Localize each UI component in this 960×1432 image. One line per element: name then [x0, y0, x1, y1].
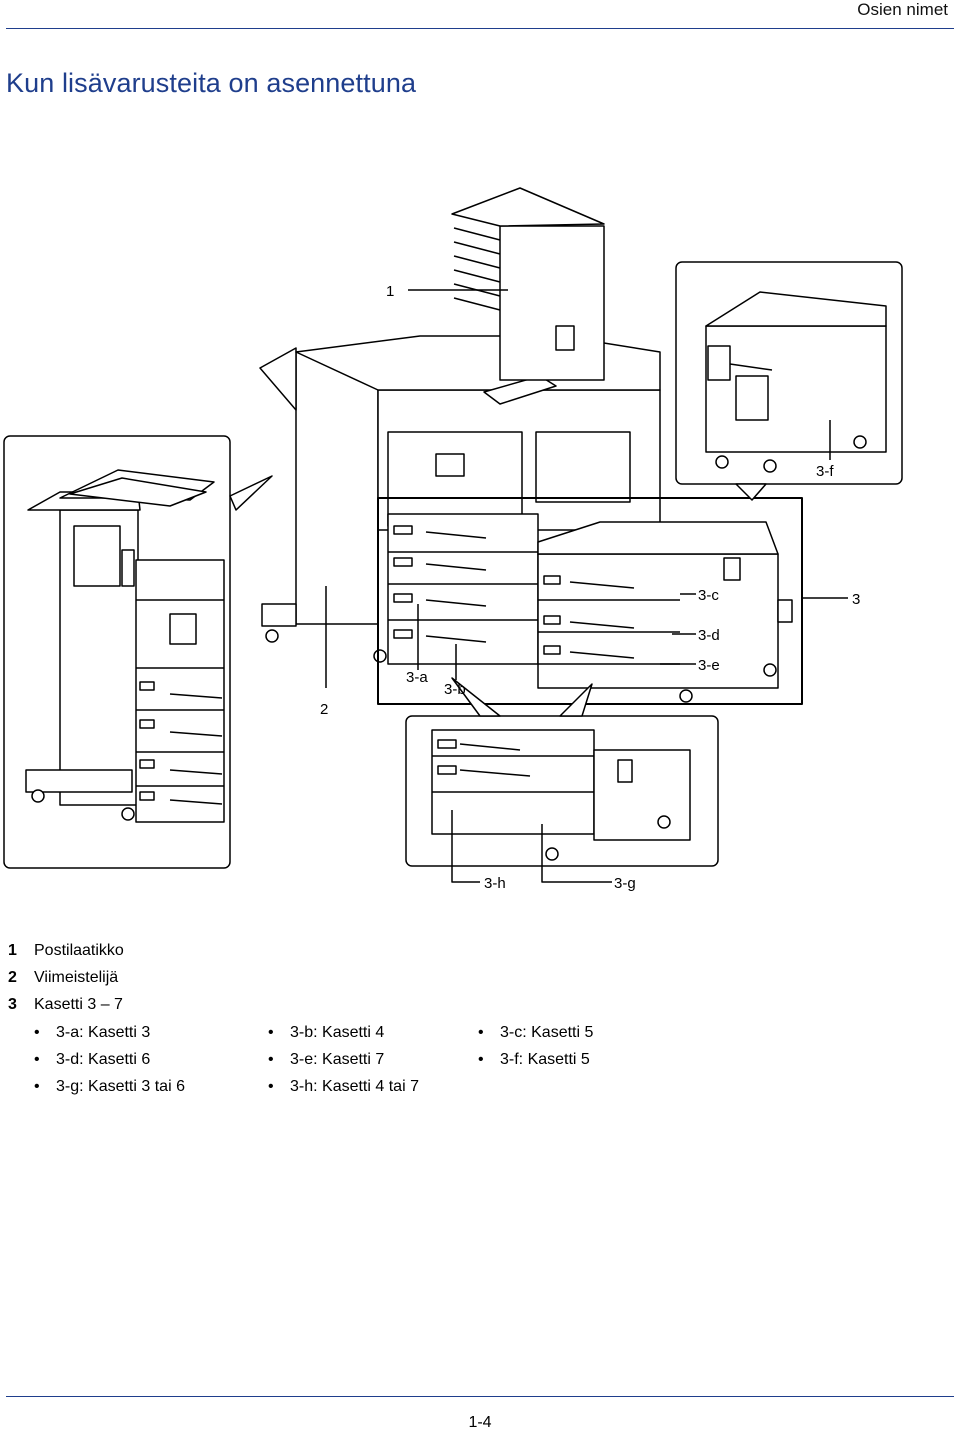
legend-label: Kasetti 3 – 7 — [34, 996, 123, 1013]
footer-divider — [6, 1396, 954, 1397]
callout-2: 2 — [320, 701, 328, 718]
finisher-detail-inset — [3, 435, 273, 869]
side-feeder-inset — [675, 261, 903, 501]
sub-item-label: 3-f: Kasetti 5 — [500, 1051, 590, 1068]
page-number: 1-4 — [468, 1414, 492, 1431]
legend-label: Postilaatikko — [34, 942, 124, 959]
callout-3: 3 — [852, 591, 860, 608]
bullet: • — [268, 1078, 274, 1095]
bullet: • — [268, 1051, 274, 1068]
header-divider — [6, 28, 954, 29]
printer-figure: 1 3-f 3 3-c 3-d 3-e 3-a 3-b 2 3-h 3-g — [3, 187, 903, 892]
callout-3h: 3-h — [484, 875, 506, 892]
cassette-detail-inset — [405, 677, 719, 867]
callout-1: 1 — [386, 283, 394, 300]
sub-item-label: 3-c: Kasetti 5 — [500, 1024, 594, 1041]
sub-item-label: 3-a: Kasetti 3 — [56, 1024, 151, 1041]
sub-item-label: 3-d: Kasetti 6 — [56, 1051, 151, 1068]
sub-item-label: 3-e: Kasetti 7 — [290, 1051, 385, 1068]
main-printer — [259, 187, 793, 703]
sub-item-label: 3-g: Kasetti 3 tai 6 — [56, 1078, 185, 1095]
legend-number: 2 — [8, 969, 17, 986]
callout-3a: 3-a — [406, 669, 428, 686]
sub-item-label: 3-b: Kasetti 4 — [290, 1024, 385, 1041]
sub-item-label: 3-h: Kasetti 4 tai 7 — [290, 1078, 419, 1095]
legend-number: 3 — [8, 996, 17, 1013]
callout-3b: 3-b — [444, 681, 466, 698]
section-header: Osien nimet — [857, 0, 948, 19]
bullet: • — [34, 1051, 40, 1068]
callout-3c: 3-c — [698, 587, 719, 604]
bullet: • — [268, 1024, 274, 1041]
page-title: Kun lisävarusteita on asennettuna — [6, 68, 417, 98]
bullet: • — [34, 1024, 40, 1041]
callout-3f: 3-f — [816, 463, 834, 480]
legend-number: 1 — [8, 942, 17, 959]
callout-3e: 3-e — [698, 657, 720, 674]
bullet: • — [478, 1024, 484, 1041]
callout-3g: 3-g — [614, 875, 636, 892]
legend-label: Viimeistelijä — [34, 969, 119, 986]
bullet: • — [478, 1051, 484, 1068]
callout-3d: 3-d — [698, 627, 720, 644]
bullet: • — [34, 1078, 40, 1095]
